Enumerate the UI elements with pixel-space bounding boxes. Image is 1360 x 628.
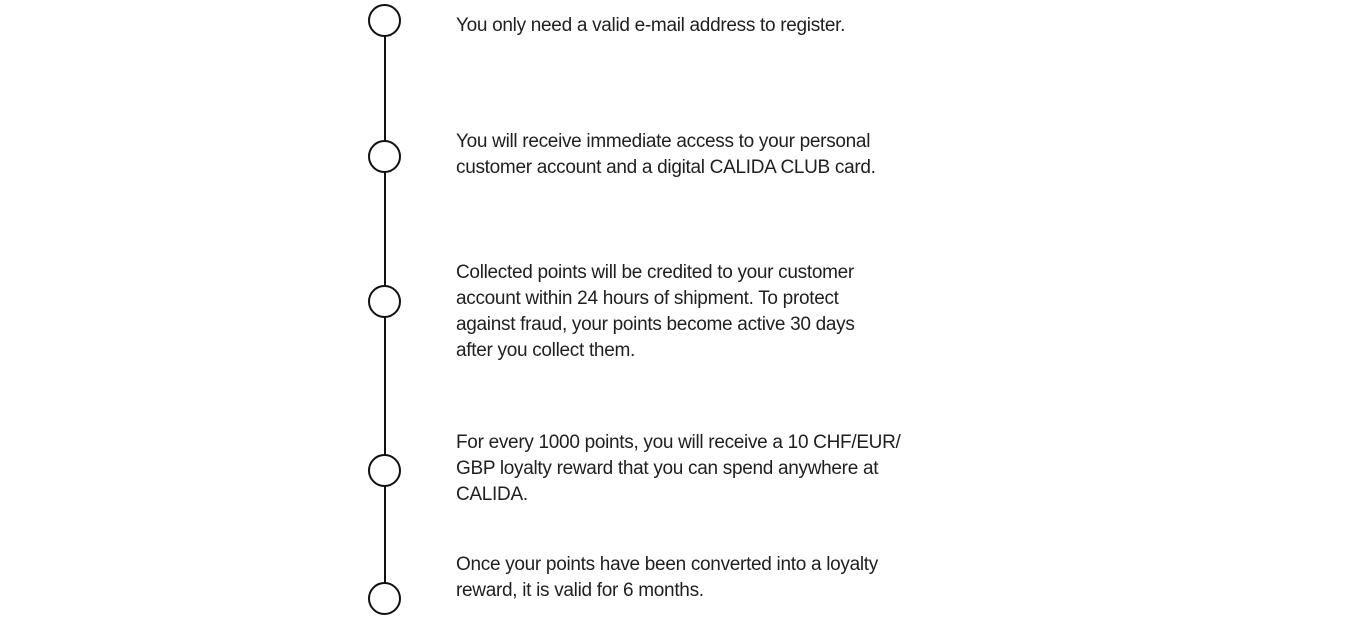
timeline-item-text-3: Collected points will be credited to you… [456,262,855,361]
timeline-node-2 [368,140,401,173]
timeline-item-text-1: You only need a valid e-mail address to … [456,15,846,36]
timeline-node-1 [368,4,401,37]
timeline-node-5 [368,582,401,615]
timeline-node-4 [368,454,401,487]
timeline-node-3 [368,285,401,318]
timeline-item-text-4: For every 1000 points, you will receive … [456,432,901,505]
timeline-item-text-2: You will receive immediate access to you… [456,131,876,178]
timeline-item-text-5: Once your points have been converted int… [456,554,878,601]
